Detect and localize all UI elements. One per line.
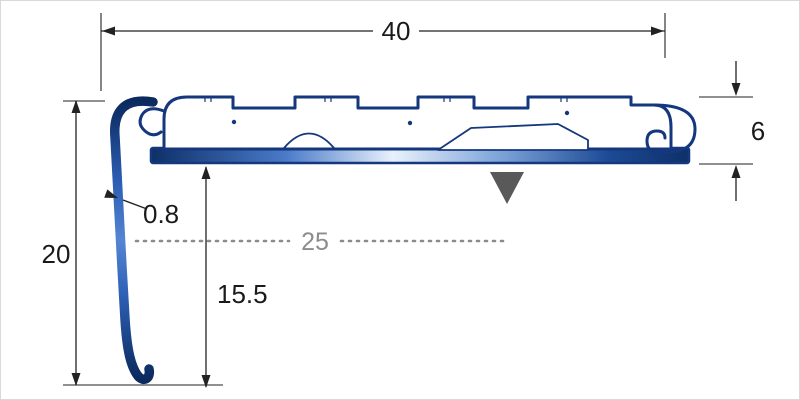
arrowhead-left [102,26,115,36]
arrowhead-leader [104,189,118,198]
profile-serration-ticks [204,97,568,102]
profile-inner-wedge [437,123,589,151]
arrowhead-up [71,100,81,113]
down-triangle-marker-icon [490,172,524,204]
dimension-width-40: 40 [100,13,666,91]
profile-right-hook [645,103,697,154]
dimension-leg-20: 20 [42,100,223,386]
dimension-drop-155: 15.5 [201,166,268,388]
profile-left-curl [138,107,166,137]
dimension-thickness-08: 0.8 [104,189,179,229]
dimension-label-inset: 25 [301,228,329,256]
profile-center-mark-2 [407,120,413,126]
profile-top-plate [162,95,673,151]
arrowhead-down [71,373,81,386]
profile-inner-arc [283,132,335,149]
dimension-label-thickness: 0.8 [143,199,179,229]
dimension-inset-25: 25 [134,228,509,256]
dimension-label-leg: 20 [42,239,71,269]
profile-center-mark-3 [564,110,570,116]
profile-left-leg [110,96,158,384]
arrowhead-down [731,83,741,96]
arrowhead-right [651,26,664,36]
arrowhead-down [201,375,211,388]
dimension-height-6: 6 [699,61,765,201]
dimension-label-width: 40 [382,16,411,46]
leader-line [122,199,148,210]
dimension-label-height: 6 [751,116,765,146]
arrowhead-up [201,166,211,179]
profile-center-mark-1 [231,119,237,125]
profile-shape [110,95,697,384]
dimension-label-drop: 15.5 [217,279,268,309]
arrowhead-up [731,165,741,178]
